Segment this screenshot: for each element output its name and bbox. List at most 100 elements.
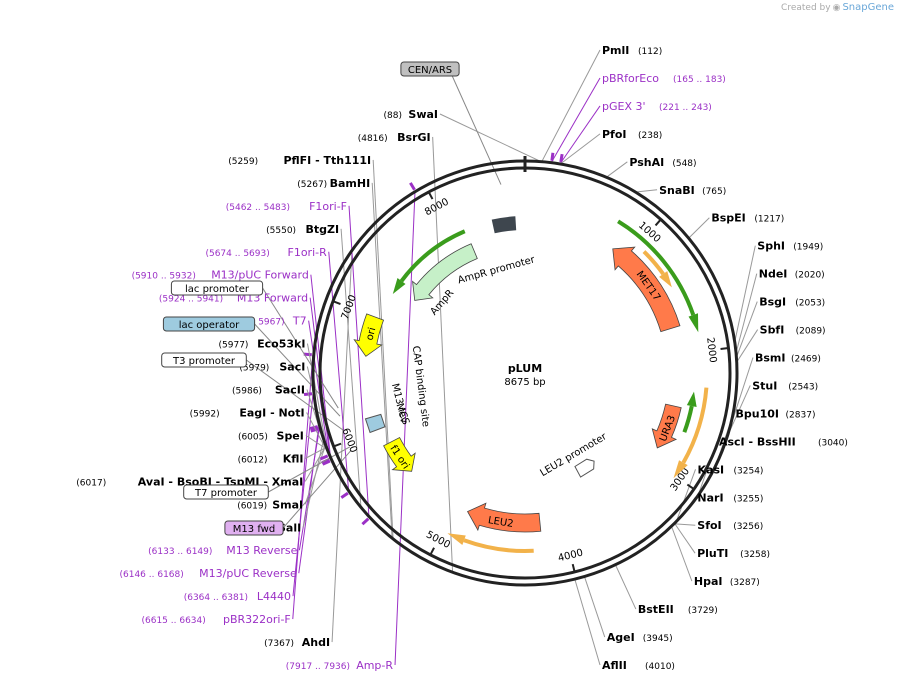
feature-label-leu2-promoter: LEU2 promoter [538, 431, 609, 479]
backbone [311, 156, 739, 587]
tick-label: 1000 [636, 220, 662, 245]
ori-arrow [353, 313, 385, 357]
kasi-label: KasI [698, 463, 725, 476]
plasmid-length: 8675 bp [504, 377, 545, 388]
eagi-noti-label: EagI - NotI [239, 406, 304, 419]
bamhi-label: BamHI [330, 177, 371, 190]
f1-ori-arrow [383, 436, 416, 472]
f1ori-r-position: (5674 .. 5693) [205, 249, 269, 259]
l4440-position: (6364 .. 6381) [184, 593, 248, 603]
f1ori-f-position: (5462 .. 5483) [226, 203, 290, 213]
leader-lines [246, 49, 759, 666]
leader-line [584, 577, 606, 638]
ura3-orange-arc [681, 387, 709, 464]
tick-label: 5000 [424, 529, 452, 551]
pbr322ori-f-label: pBR322ori-F [223, 613, 291, 626]
primer-mark [409, 182, 416, 191]
saci-label: SacI [279, 361, 305, 374]
leader-line [305, 447, 326, 459]
ampr-arrow [412, 243, 478, 301]
t7-promoter-box-label: T7 promoter [194, 488, 258, 499]
ura3-arrow [651, 403, 682, 449]
primer-mark [559, 153, 564, 163]
tick-mark [686, 483, 695, 490]
saci-position: (5979) [239, 364, 269, 374]
spei-label: SpeI [277, 429, 304, 442]
m13-puc-reverse-label: M13/pUC Reverse [199, 567, 297, 580]
leader-line [675, 469, 696, 524]
m13-fwd-box-label: M13 fwd [233, 524, 275, 535]
ampr-green-arc [399, 229, 466, 283]
sphi-position: (1949) [793, 243, 823, 253]
btgzi-label: BtgZI [305, 223, 339, 236]
tick-label: 8000 [423, 197, 451, 219]
bsmi-label: BsmI [755, 352, 786, 365]
sbfi-position: (2089) [796, 327, 826, 337]
sphi-label: SphI [757, 240, 785, 253]
leader-line [574, 579, 601, 666]
stui-label: StuI [752, 379, 777, 392]
leader-line [292, 354, 314, 620]
leader-line [615, 565, 637, 610]
met17-arrow [612, 246, 681, 333]
asci-bsshii-position: (3040) [818, 438, 848, 448]
leader-line [306, 412, 328, 451]
leader-line [541, 49, 601, 161]
primer-mark [303, 352, 312, 357]
eco53ki-position: (5977) [219, 341, 249, 351]
leader-line [560, 105, 601, 164]
primer-mark [340, 491, 349, 499]
leader-line [305, 434, 327, 450]
kasi-position: (3254) [734, 466, 764, 476]
pbrforeco-label: pBRforEco [602, 72, 659, 85]
sacii-position: (5986) [232, 387, 262, 397]
box-leader-line [262, 287, 339, 409]
tick-mark [427, 191, 434, 200]
bspei-label: BspEI [711, 212, 745, 225]
avai-bsobi-tspmi-xmai-position: (6017) [76, 478, 106, 488]
leader-line [348, 205, 370, 519]
leader-line [394, 190, 416, 666]
bsmi-position: (2469) [791, 355, 821, 365]
leu2-promoter-arrow [574, 458, 595, 478]
met17-green-arc [617, 219, 696, 316]
snabi-label: SnaBI [659, 184, 695, 197]
aflii-label: AflII [602, 659, 627, 672]
leader-line [561, 133, 601, 164]
leader-line [675, 523, 696, 526]
leader-line [298, 428, 320, 551]
bsrgi-position: (4816) [358, 134, 388, 144]
bpu10i-position: (2837) [786, 410, 816, 420]
tick-mark [333, 442, 342, 448]
ndei-label: NdeI [759, 268, 788, 281]
pflfi-tth111i-position: (5259) [228, 157, 258, 167]
smai-position: (6019) [237, 501, 267, 511]
sfoi-position: (3256) [733, 522, 763, 532]
ahdi-position: (7367) [264, 639, 294, 649]
ura3-green-head [686, 391, 697, 408]
primer-mark [319, 454, 329, 461]
pshai-position: (548) [672, 159, 696, 169]
ura3-orange-head [673, 460, 688, 479]
pshai-label: PshAI [629, 156, 664, 169]
t3-promoter-box [161, 352, 247, 368]
tick-mark [429, 547, 435, 556]
kfli-label: KflI [283, 452, 304, 465]
leader-line [371, 182, 393, 540]
lac-operator-box [162, 316, 256, 332]
mcs-block [364, 413, 386, 434]
tick-label: 2000 [704, 337, 718, 364]
site-labels: PmlI(112)pBRforEco(165 .. 183)pGEX 3'(22… [76, 44, 848, 672]
leader-line [729, 385, 751, 431]
m13-forward-position: (5924 .. 5941) [159, 295, 223, 305]
lac-promoter-box-label: lac promoter [185, 284, 250, 295]
m13-puc-forward-label: M13/pUC Forward [211, 269, 309, 282]
sfoi-label: SfoI [697, 519, 721, 532]
primer-mark [322, 459, 331, 466]
primer-mark [309, 425, 319, 431]
f1ori-f-label: F1ori-F [309, 200, 347, 213]
leader-line [292, 393, 314, 597]
bsrgi-label: BsrGI [397, 131, 430, 144]
eco53ki-label: Eco53kI [257, 338, 305, 351]
